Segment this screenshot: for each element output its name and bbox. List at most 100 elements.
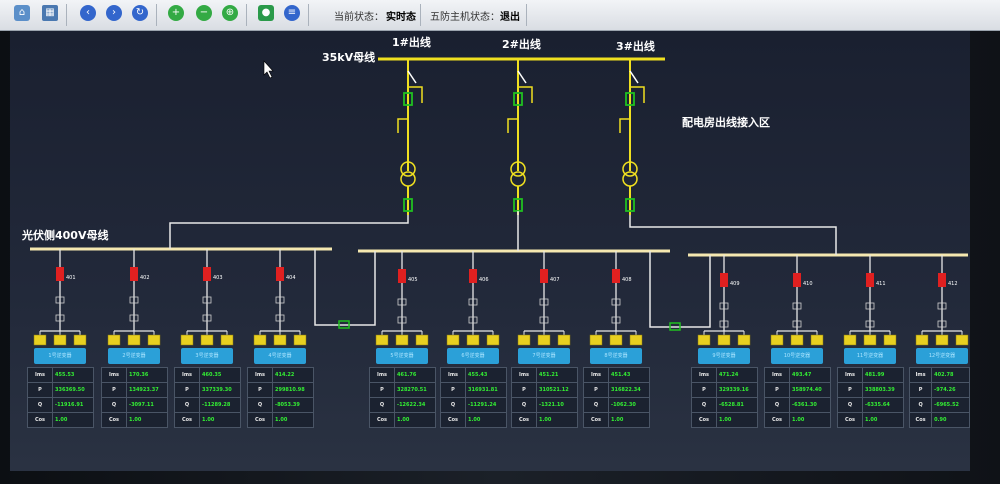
metric-value: 460.35 xyxy=(199,367,241,383)
inverter-card-title[interactable]: 6号逆变器 xyxy=(447,348,499,364)
breaker-number-label: 410 xyxy=(803,281,813,287)
inverter-card-title[interactable]: 12号逆变器 xyxy=(916,348,968,364)
inverter-card-title[interactable]: 3号逆变器 xyxy=(181,348,233,364)
metric-key: P xyxy=(511,382,537,398)
fuse xyxy=(55,314,65,322)
hv-breaker[interactable] xyxy=(625,92,635,106)
feeder-breaker[interactable] xyxy=(938,273,946,287)
metric-value: 358974.40 xyxy=(789,382,831,398)
earth-switch[interactable] xyxy=(619,118,630,133)
zoom-fit-icon[interactable]: ⊕ xyxy=(222,5,238,21)
metric-value: 316822.34 xyxy=(608,382,650,398)
feeder-breaker[interactable] xyxy=(130,267,138,281)
hv-feeder-1 xyxy=(397,59,423,215)
lv-main-breaker[interactable] xyxy=(625,198,635,212)
lv-feeder-405: 405 xyxy=(375,251,429,346)
home-icon[interactable]: ⌂ xyxy=(14,5,30,21)
metric-value: 1.00 xyxy=(394,412,436,428)
metric-value: 451.43 xyxy=(608,367,650,383)
inverter-card-title[interactable]: 4号逆变器 xyxy=(254,348,306,364)
earth-switch[interactable] xyxy=(518,86,533,103)
inverter-card-title[interactable]: 8号逆变器 xyxy=(590,348,642,364)
fuse xyxy=(865,320,875,328)
fuse xyxy=(202,314,212,322)
zoom-out-icon[interactable]: − xyxy=(196,5,212,21)
metric-key: Ims xyxy=(27,367,53,383)
earth-switch[interactable] xyxy=(507,118,518,133)
zoom-in-icon[interactable]: + xyxy=(168,5,184,21)
fuse xyxy=(539,298,549,306)
inverter-card-title[interactable]: 11号逆变器 xyxy=(844,348,896,364)
earth-switch[interactable] xyxy=(397,118,408,133)
inverter-card-title[interactable]: 1号逆变器 xyxy=(34,348,86,364)
lv-feeder-409: 409 xyxy=(697,255,751,346)
earth-switch[interactable] xyxy=(630,86,645,103)
hv-breaker[interactable] xyxy=(403,92,413,106)
back-icon[interactable]: ‹ xyxy=(80,5,96,21)
hv-disconnector[interactable] xyxy=(517,70,527,84)
transformer-icon xyxy=(400,171,416,187)
lv-feeder-404: 404 xyxy=(253,249,307,346)
feeder-breaker[interactable] xyxy=(720,273,728,287)
earth-switch[interactable] xyxy=(408,86,423,103)
feeder-breaker[interactable] xyxy=(56,267,64,281)
forward-icon[interactable]: › xyxy=(106,5,122,21)
fuse xyxy=(275,296,285,304)
feeder-breaker[interactable] xyxy=(276,267,284,281)
metric-value: 493.47 xyxy=(789,367,831,383)
metrics-row: Q-6361.30 xyxy=(764,397,831,413)
meter-icon xyxy=(915,334,929,346)
status-value: 实时态 xyxy=(386,12,416,23)
inverter-card-title[interactable]: 5号逆变器 xyxy=(376,348,428,364)
hv-disconnector[interactable] xyxy=(407,70,417,84)
feeder-breaker[interactable] xyxy=(398,269,406,283)
menu-icon[interactable]: ≡ xyxy=(284,5,300,21)
metric-key: Q xyxy=(511,397,537,413)
camera-icon[interactable]: ● xyxy=(258,5,274,21)
metric-key: P xyxy=(101,382,127,398)
feeder-breaker[interactable] xyxy=(540,269,548,283)
table-icon[interactable]: ▦ xyxy=(42,5,58,21)
bus-tie-breaker-1[interactable] xyxy=(338,320,350,329)
meter-icon xyxy=(629,334,643,346)
breaker-number-label: 404 xyxy=(286,275,296,281)
feeder-breaker[interactable] xyxy=(203,267,211,281)
feeder-breaker[interactable] xyxy=(793,273,801,287)
feeder-breaker[interactable] xyxy=(612,269,620,283)
meter-icon xyxy=(200,334,214,346)
hv-breaker[interactable] xyxy=(513,92,523,106)
meter-icon xyxy=(697,334,711,346)
fuse xyxy=(611,298,621,306)
metric-value: 329339.16 xyxy=(716,382,758,398)
inverter-card-title[interactable]: 9号逆变器 xyxy=(698,348,750,364)
toolbar-divider xyxy=(246,4,247,26)
metric-key: Ims xyxy=(764,367,790,383)
meter-icon xyxy=(33,334,47,346)
inverter-card-title[interactable]: 10号逆变器 xyxy=(771,348,823,364)
lv-main-breaker[interactable] xyxy=(403,198,413,212)
meter-icon xyxy=(446,334,460,346)
inverter-card-title[interactable]: 7号逆变器 xyxy=(518,348,570,364)
meter-icon xyxy=(717,334,731,346)
metric-value: 1.00 xyxy=(199,412,241,428)
metrics-row: Q-6528.81 xyxy=(691,397,758,413)
feeder-breaker[interactable] xyxy=(866,273,874,287)
metric-key: Cos xyxy=(691,412,717,428)
fuse xyxy=(397,316,407,324)
breaker-number-label: 402 xyxy=(140,275,150,281)
bus-tie-breaker-2[interactable] xyxy=(669,322,681,331)
meter-icon xyxy=(843,334,857,346)
metric-value: 1.00 xyxy=(789,412,831,428)
metric-value: 170.36 xyxy=(126,367,168,383)
refresh-icon[interactable]: ↻ xyxy=(132,5,148,21)
inverter-card-title[interactable]: 2号逆变器 xyxy=(108,348,160,364)
feeder-breaker[interactable] xyxy=(469,269,477,283)
hv-disconnector[interactable] xyxy=(629,70,639,84)
meter-icon xyxy=(557,334,571,346)
